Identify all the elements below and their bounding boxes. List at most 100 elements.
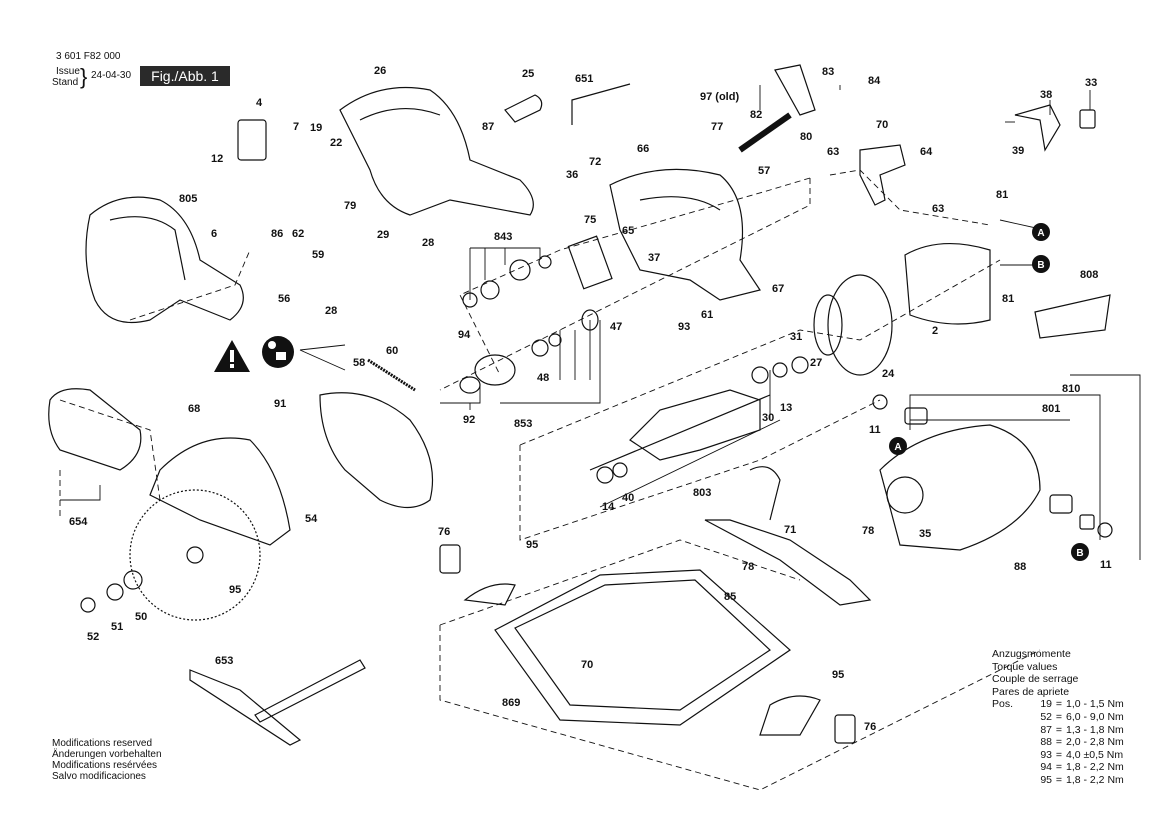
part-label: 68 xyxy=(188,403,200,415)
part-label: 47 xyxy=(610,321,622,333)
torque-pos: 19 xyxy=(1040,698,1052,711)
part-label: 56 xyxy=(278,293,290,305)
brace: } xyxy=(80,64,88,89)
torque-pos: 95 xyxy=(1040,773,1052,786)
drawing-code: 3 601 F82 000 xyxy=(56,51,121,62)
part-label: 65 xyxy=(622,225,634,237)
torque-title: Couple de serrage xyxy=(992,673,1079,686)
part-label: 88 xyxy=(1014,561,1026,573)
warning-triangle-icon xyxy=(214,340,250,372)
part-label: 63 xyxy=(827,146,839,158)
part-label: 97 (old) xyxy=(700,91,739,103)
part-label: 84 xyxy=(868,75,881,87)
part-label: 6 xyxy=(211,228,217,240)
part-label: 75 xyxy=(584,214,596,226)
part-label: 4 xyxy=(256,97,263,109)
torque-row: 93=4,0 ±0,5 Nm xyxy=(992,749,1130,762)
part-label: 60 xyxy=(386,345,398,357)
svg-text:A: A xyxy=(894,442,901,453)
part-label: 72 xyxy=(589,156,601,168)
figure-label: Fig./Abb. 1 xyxy=(140,66,230,86)
part-label: 77 xyxy=(711,121,723,133)
part-label: 36 xyxy=(566,169,578,181)
issue-label: Issue xyxy=(56,66,80,77)
torque-value: 1,8 - 2,2 Nm xyxy=(1066,773,1124,786)
part-label: 91 xyxy=(274,398,286,410)
part-label: 29 xyxy=(377,229,389,241)
part-label: 66 xyxy=(637,143,649,155)
part-label: 82 xyxy=(750,109,762,121)
part-label: 52 xyxy=(87,631,99,643)
part-label: 58 xyxy=(353,357,365,369)
part-label: 76 xyxy=(864,721,876,733)
issue-date: 24-04-30 xyxy=(91,70,132,81)
part-label: 11 xyxy=(869,424,881,436)
part-label: 14 xyxy=(602,501,615,513)
torque-pos: 88 xyxy=(1040,736,1052,749)
torque-table: Anzugsmomente Torque values Couple de se… xyxy=(992,648,1130,787)
part-label: 85 xyxy=(724,591,736,603)
part-label: 62 xyxy=(292,228,304,240)
part-label: 80 xyxy=(800,131,812,143)
part-label: 94 xyxy=(458,329,471,341)
part-label: 87 xyxy=(482,121,494,133)
leader-lines xyxy=(60,85,1141,560)
torque-pos: 93 xyxy=(1040,748,1052,761)
part-label: 803 xyxy=(693,487,711,499)
part-label: 86 xyxy=(271,228,283,240)
part-label: 39 xyxy=(1012,145,1024,157)
part-label: 92 xyxy=(463,414,475,426)
part-label: 78 xyxy=(862,525,874,537)
part-label: 50 xyxy=(135,611,147,623)
part-label: 78 xyxy=(742,561,754,573)
part-label: 51 xyxy=(111,621,123,633)
footer-note: Modifications resérvées xyxy=(52,760,158,771)
torque-value: 1,0 - 1,5 Nm xyxy=(1066,698,1124,711)
torque-pos: 94 xyxy=(1040,761,1052,774)
part-label: 71 xyxy=(784,524,796,536)
part-number-labels: 26 25 651 83 84 38 33 4 7 19 22 87 97 (o… xyxy=(69,65,1112,733)
footer-notes: Modifications reserved Änderungen vorbeh… xyxy=(52,738,162,782)
part-label: 40 xyxy=(622,492,634,504)
part-label: 70 xyxy=(876,119,888,131)
part-label: 26 xyxy=(374,65,386,77)
part-label: 805 xyxy=(179,193,197,205)
torque-pos: 52 xyxy=(1040,710,1052,723)
part-label: 28 xyxy=(325,305,337,317)
torque-value: 1,8 - 2,2 Nm xyxy=(1066,761,1124,774)
torque-row: 52=6,0 - 9,0 Nm xyxy=(992,711,1130,724)
torque-pos: 87 xyxy=(1040,723,1052,736)
torque-value: 2,0 - 2,8 Nm xyxy=(1066,736,1124,749)
stand-label: Stand xyxy=(52,77,79,88)
torque-value: 4,0 ±0,5 Nm xyxy=(1066,748,1124,761)
part-label: 808 xyxy=(1080,269,1098,281)
part-label: 653 xyxy=(215,655,233,667)
part-label: 12 xyxy=(211,153,223,165)
part-label: 95 xyxy=(526,539,538,551)
part-label: 37 xyxy=(648,252,660,264)
part-label: 11 xyxy=(1100,559,1112,571)
part-label: 22 xyxy=(330,137,342,149)
part-label: 27 xyxy=(810,357,822,369)
svg-text:A: A xyxy=(1037,228,1044,239)
part-label: 79 xyxy=(344,200,356,212)
part-label: 31 xyxy=(790,331,802,343)
part-label: 95 xyxy=(229,584,241,596)
torque-value: 6,0 - 9,0 Nm xyxy=(1066,710,1124,723)
part-label: 651 xyxy=(575,73,593,85)
part-label: 61 xyxy=(701,309,713,321)
part-label: 869 xyxy=(502,697,520,709)
part-label: 81 xyxy=(996,189,1008,201)
part-label: 810 xyxy=(1062,383,1080,395)
part-label: 67 xyxy=(772,283,784,295)
callout-letter-icons: A B A B xyxy=(889,223,1089,561)
read-manual-icon xyxy=(262,336,294,368)
part-label: 76 xyxy=(438,526,450,538)
pos-label: Pos. xyxy=(992,698,1014,711)
part-label: 30 xyxy=(762,412,774,424)
part-label: 24 xyxy=(882,368,895,380)
part-label: 64 xyxy=(920,146,933,158)
torque-title: Pares de apriete xyxy=(992,685,1070,698)
torque-row: 94=1,8 - 2,2 Nm xyxy=(992,761,1130,774)
